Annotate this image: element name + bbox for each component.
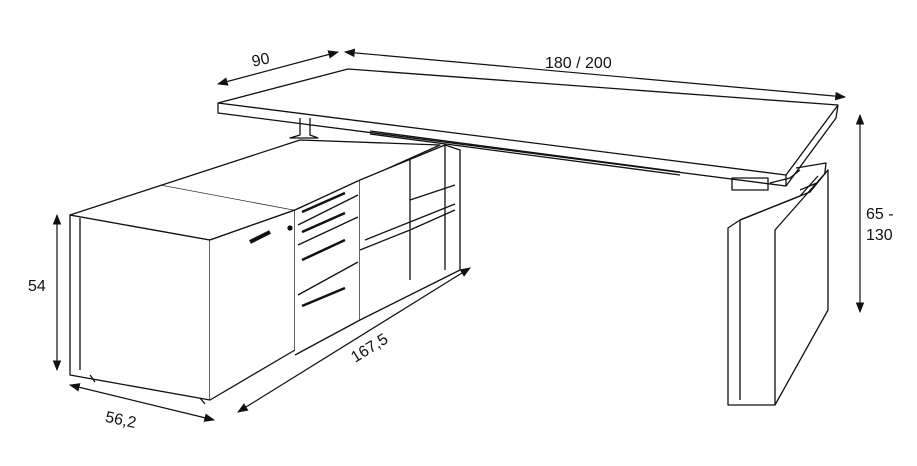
tabletop <box>217 68 839 187</box>
dimension-arrows <box>52 48 865 422</box>
cabinet-height-label: 54 <box>28 278 46 295</box>
desk-leg-panel <box>727 162 829 406</box>
cabinet <box>69 139 461 405</box>
depth-label: 90 <box>250 50 272 71</box>
height-range-top-label: 65 - <box>866 206 894 223</box>
height-range-bottom-label: 130 <box>866 227 893 244</box>
width-label: 180 / 200 <box>545 55 612 72</box>
